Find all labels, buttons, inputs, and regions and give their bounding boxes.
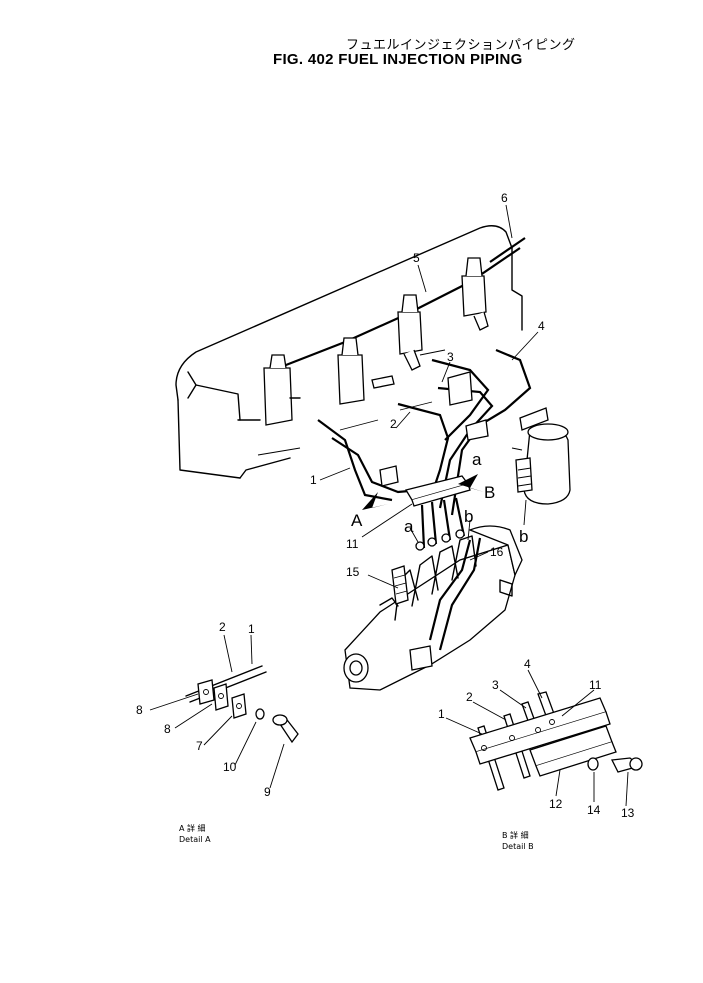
- pipe-bracket: [379, 371, 489, 487]
- detail-a-callout-8-upper: 8: [136, 703, 143, 717]
- cylinder-head-outline: [175, 225, 523, 479]
- injection-pipes: [317, 348, 532, 516]
- callout-15: 15: [346, 565, 360, 579]
- detail-a-drawing: [149, 634, 299, 789]
- detail-a-caption-en: Detail A: [179, 835, 211, 844]
- injection-nozzle: [397, 294, 423, 371]
- detail-a-callout-1: 1: [248, 622, 255, 636]
- detail-b-drawing: [445, 669, 643, 807]
- leak-off-pipe: [267, 237, 526, 374]
- pipe-end-b-lower: b: [464, 507, 473, 526]
- injection-nozzle: [337, 337, 395, 405]
- view-label-b: B: [484, 483, 495, 502]
- detail-a-callout-10: 10: [223, 760, 237, 774]
- detail-b-callout-3: 3: [492, 678, 499, 692]
- injection-pump: [343, 525, 523, 691]
- pipe-clamp: [404, 475, 471, 507]
- japanese-title: フュエルインジェクションパイピング: [346, 38, 576, 53]
- detail-b-callout-11: 11: [589, 678, 602, 692]
- overflow-valve: [391, 565, 409, 605]
- callout-1: 1: [310, 473, 317, 487]
- injection-nozzle: [263, 354, 301, 426]
- detail-a-callout-2: 2: [219, 620, 226, 634]
- callout-3: 3: [447, 350, 454, 364]
- view-label-a: A: [351, 511, 363, 530]
- detail-a-callout-7: 7: [196, 739, 203, 753]
- figure-title: FIG. 402 FUEL INJECTION PIPING: [273, 51, 523, 68]
- detail-a-callout-9: 9: [264, 785, 271, 799]
- pump-delivery-pipes: [415, 497, 482, 651]
- pipe-end-b-right: b: [519, 527, 528, 546]
- callout-6: 6: [501, 191, 508, 205]
- detail-b-callout-12: 12: [549, 797, 563, 811]
- leader-lines: [319, 204, 539, 589]
- fuel-filter: [515, 407, 571, 505]
- callout-16: 16: [490, 545, 504, 559]
- injection-nozzle: [461, 257, 489, 331]
- pipe-end-a-lower: a: [404, 517, 414, 536]
- detail-a-callout-8-lower: 8: [164, 722, 171, 736]
- pipe-end-a-upper: a: [472, 450, 482, 469]
- detail-b-callout-1: 1: [438, 707, 445, 721]
- callout-4: 4: [538, 319, 545, 333]
- detail-b-callout-14: 14: [587, 803, 601, 817]
- callout-2: 2: [390, 417, 397, 431]
- view-arrow-a: [362, 492, 388, 510]
- detail-b-caption-jp: B 詳 細: [502, 830, 529, 840]
- detail-a-caption-jp: A 詳 細: [179, 823, 206, 833]
- detail-b-callout-2: 2: [466, 690, 473, 704]
- callout-5: 5: [413, 251, 420, 265]
- view-arrow-b: [458, 474, 484, 492]
- callout-11: 11: [346, 537, 359, 551]
- detail-b-callout-13: 13: [621, 806, 635, 820]
- detail-b-caption-en: Detail B: [502, 842, 534, 851]
- detail-b-callout-4: 4: [524, 657, 531, 671]
